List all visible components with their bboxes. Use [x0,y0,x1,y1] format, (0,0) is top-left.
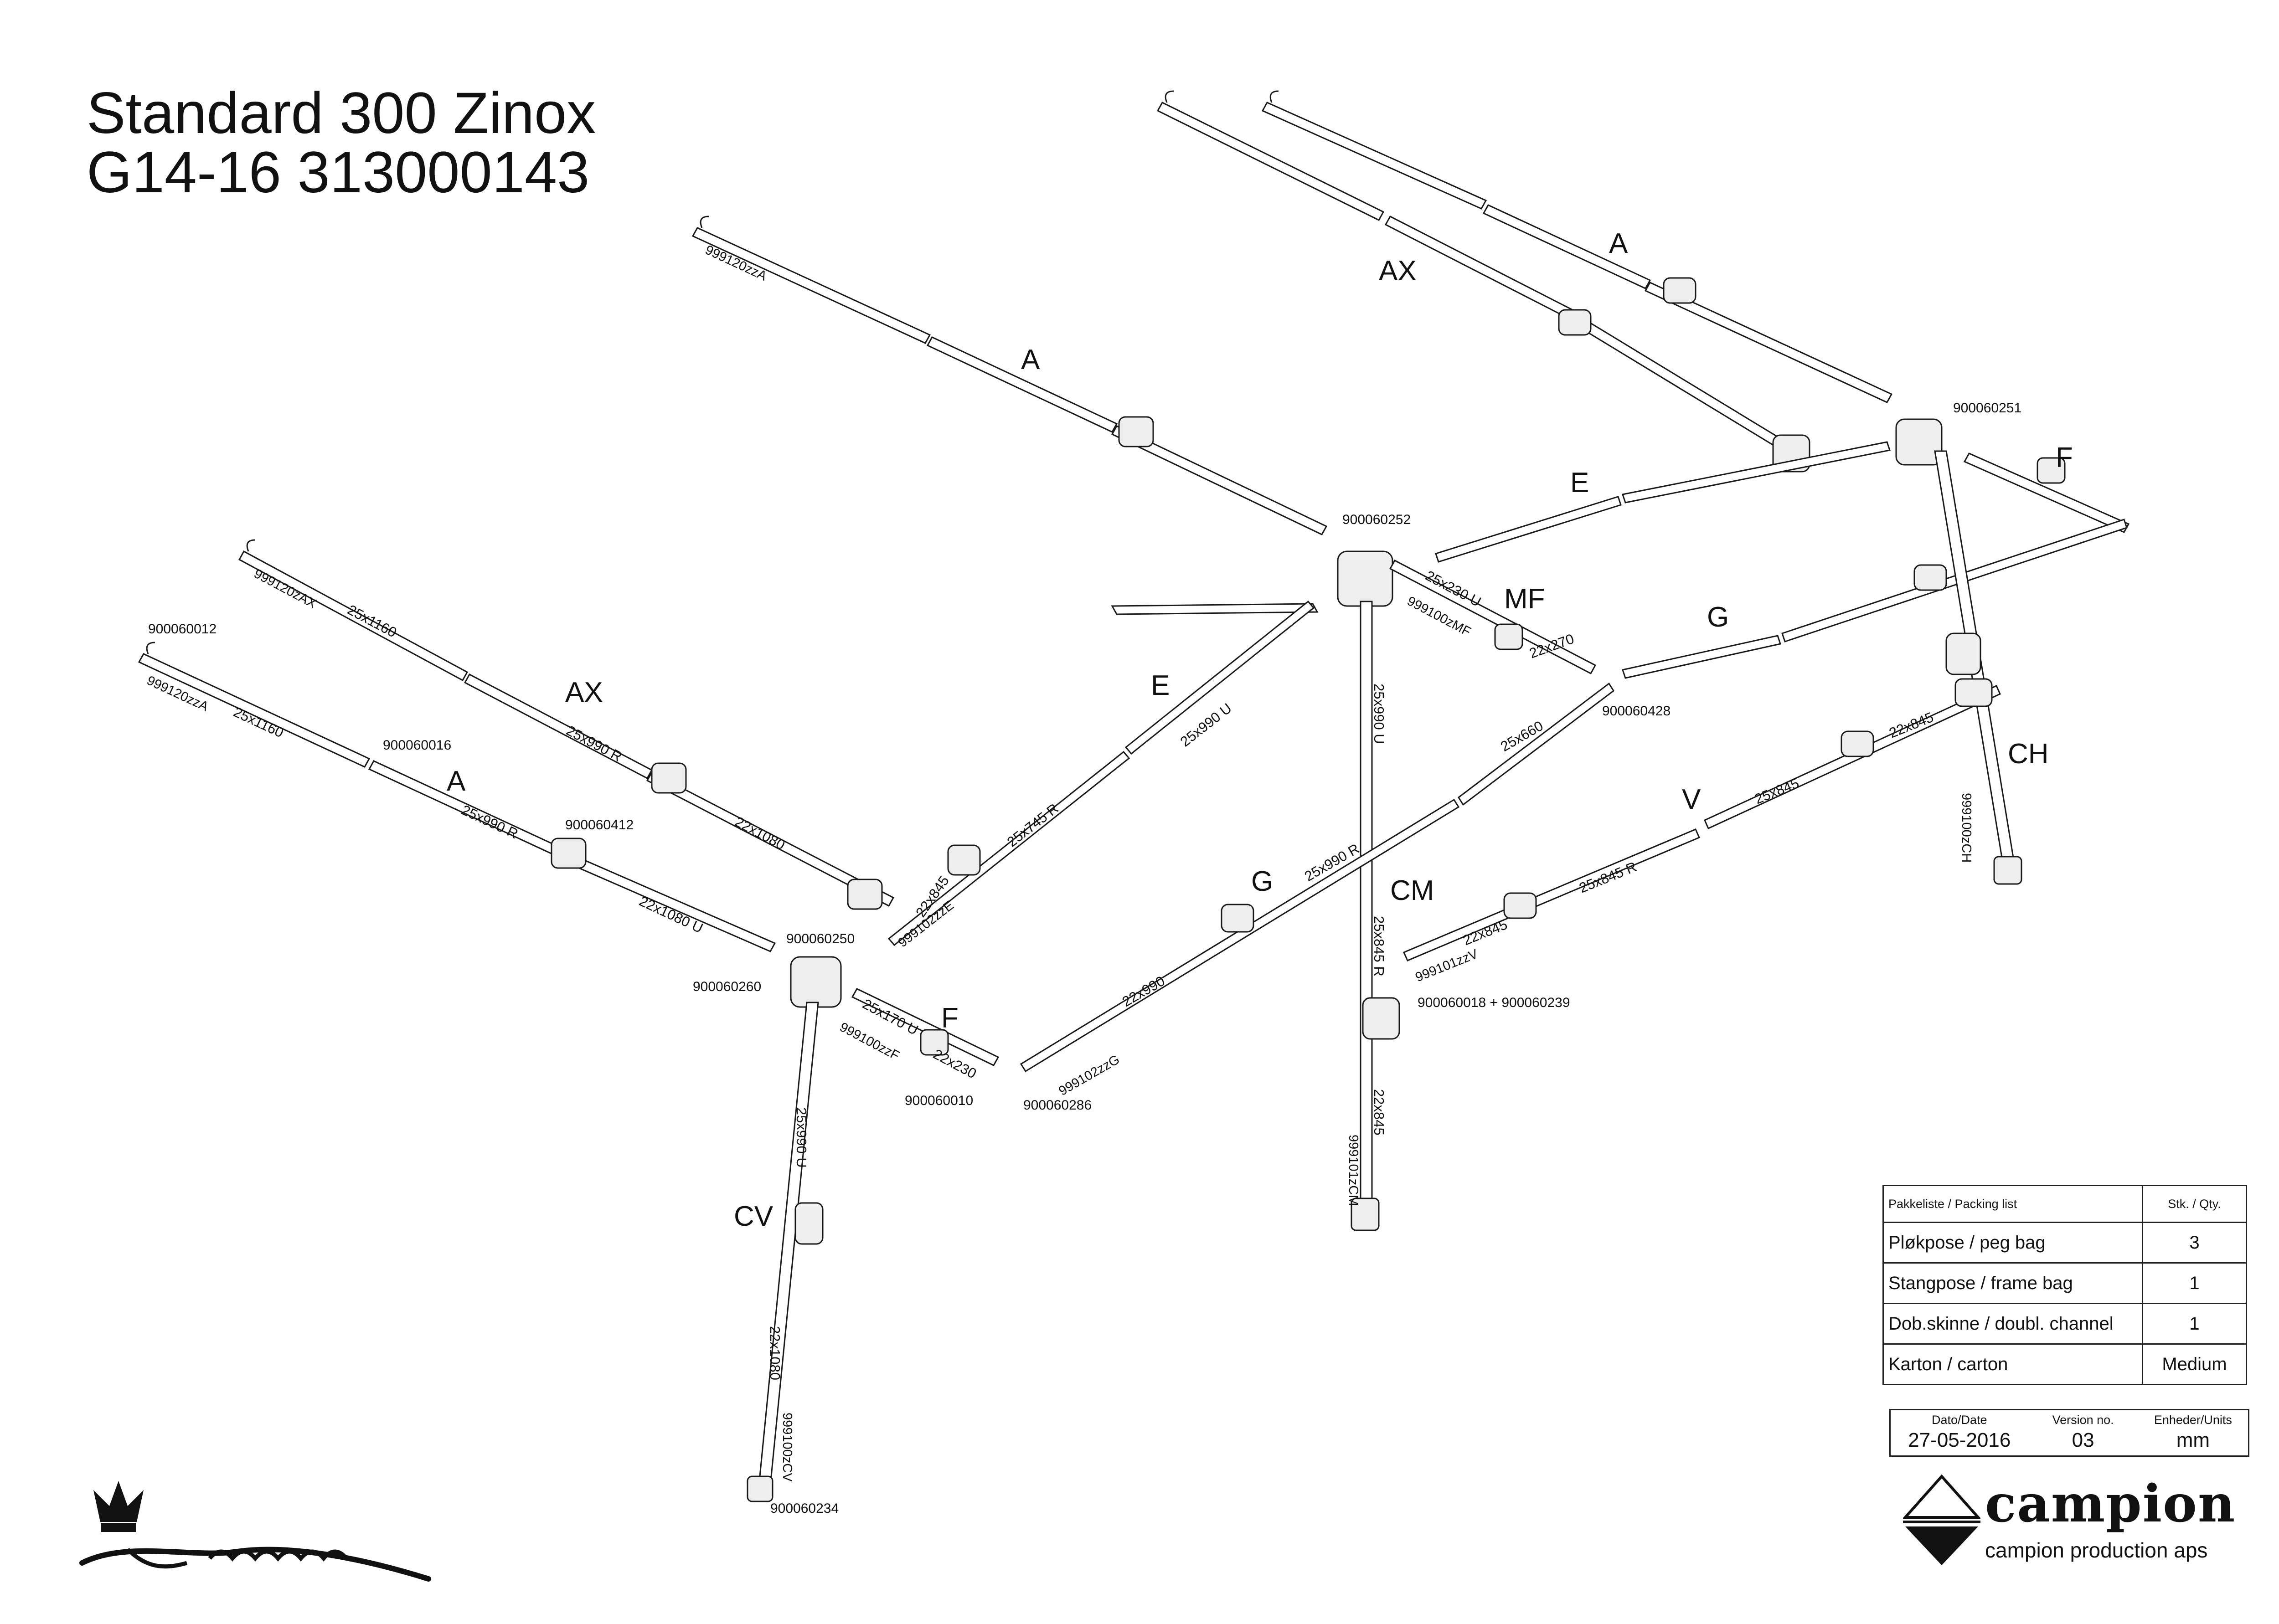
packing-row-qty: 1 [2142,1262,2247,1304]
pole-ch-right [1934,450,2022,885]
code-900060412: 900060412 [565,817,634,833]
packing-list-table: Pakkeliste / Packing list Stk. / Qty. Pl… [1882,1185,2247,1385]
packing-row-item: Dob.skinne / doubl. channel [1882,1303,2143,1345]
dim-cm-2: 25x845 R [1371,916,1387,976]
campion-triangle-icon [1902,1474,1981,1565]
version-box: Dato/Date 27-05-2016 Version no. 03 Enhe… [1889,1409,2249,1457]
code-900060234: 900060234 [770,1501,839,1516]
letter-ax-rear: AX [1379,255,1417,287]
letter-g-front: G [1251,866,1273,897]
dim-g-front-3: 22x990 [1119,973,1168,1010]
packing-row-qty: Medium [2142,1343,2247,1385]
units-label: Enheder/Units [2154,1413,2232,1427]
code-900060286: 900060286 [1023,1098,1092,1113]
dim-e-left-2: 25x745 R [1004,800,1062,850]
dim-cv-1: 25x990 U [794,1107,810,1168]
code-900060012: 900060012 [148,622,217,637]
letter-mf-right: MF [1504,583,1545,615]
code-900060250: 900060250 [786,931,855,946]
packing-row-qty: 1 [2142,1303,2247,1345]
crown-icon [93,1481,144,1532]
code-900060252: 900060252 [1342,512,1411,527]
campion-wordmark: campion [1985,1474,2236,1534]
pole-ax-left [238,539,895,910]
pole-a-center [691,216,1328,535]
pole-ax-rear [1156,90,1810,473]
packing-row: Karton / carton Medium [1882,1343,2247,1385]
letter-cm-front: CM [1390,875,1434,906]
version-date-cell: Dato/Date 27-05-2016 [1891,1410,2028,1455]
pole-e-left [887,600,1319,946]
packing-list-header-item: Pakkeliste / Packing list [1882,1185,2143,1223]
pole-f-left [851,988,1000,1066]
dim-cm-3: 22x845 [1371,1089,1387,1136]
letter-f-left: F [941,1002,959,1034]
dim-ax-left-3: 22x1080 [732,813,788,853]
pole-g-right [1622,519,2128,679]
dim-cm-1: 25x990 U [1371,684,1387,744]
dim-ax-left-2: 25x990 R [564,722,625,765]
ref-ch: 999100zCH [1959,793,1974,863]
dim-v-2: 22x845 [1887,709,1936,741]
packing-row: Pløkpose / peg bag 3 [1882,1222,2247,1264]
letter-v-front: V [1682,784,1701,815]
code-900060018-900060239: 900060018 + 900060239 [1418,995,1570,1010]
letter-f-right: F [2056,442,2073,473]
packing-row-item: Pløkpose / peg bag [1882,1222,2143,1264]
code-900060010: 900060010 [905,1093,973,1108]
letter-g-right: G [1707,601,1729,633]
isabella-logo [79,1481,431,1582]
packing-row-item: Karton / carton [1882,1343,2143,1385]
letter-a-rear-right: A [1609,228,1628,259]
code-900060016: 900060016 [383,738,451,753]
version-units-cell: Enheder/Units mm [2138,1410,2248,1455]
ref-cv-left: 999100zCV [780,1413,794,1482]
pole-cv-left [747,956,842,1502]
pole-e-center [1435,441,1891,563]
code-900060428: 900060428 [1602,704,1671,719]
pole-f-right [1895,418,2130,533]
dim-cv-2: 22x1080 [767,1326,783,1380]
date-label: Dato/Date [1931,1413,1987,1427]
letter-ax-left: AX [565,677,603,708]
dim-v-1: 25x845 [1753,775,1801,807]
title-line-1: Standard 300 Zinox [87,81,596,146]
packing-row-qty: 3 [2142,1222,2247,1264]
letter-a-center: A [1021,344,1040,375]
letter-e-center: E [1570,467,1589,499]
pole-v-front [1403,678,2001,961]
pole-mf-right [1389,559,1597,675]
version-label: Version no. [2052,1413,2114,1427]
units-value: mm [2176,1429,2210,1451]
version-number-cell: Version no. 03 [2028,1410,2138,1455]
letter-e-left: E [1151,670,1170,701]
packing-row: Stangpose / frame bag 1 [1882,1262,2247,1304]
packing-row-item: Stangpose / frame bag [1882,1262,2143,1304]
pole-a-left [138,642,776,952]
letter-a-left: A [447,766,466,797]
dim-v-3: 25x845 R [1577,858,1639,896]
packing-list-header-qty: Stk. / Qty. [2142,1185,2247,1223]
letter-ch-right: CH [2008,738,2049,770]
title-line-2: G14-16 313000143 [87,140,589,205]
code-900060260: 900060260 [693,979,761,994]
packing-row: Dob.skinne / doubl. channel 1 [1882,1303,2247,1345]
dim-a-left-2: 25x990 R [459,802,521,842]
pole-g-front [1020,682,1614,1073]
packing-list-header: Pakkeliste / Packing list Stk. / Qty. [1882,1185,2247,1223]
campion-logo: campion campion production aps [1902,1474,2258,1570]
date-value: 27-05-2016 [1908,1429,2011,1451]
ref-g-front: 999102zzG [1057,1052,1122,1099]
ref-cm: 999101zCM [1346,1135,1361,1206]
letter-cv-left: CV [734,1201,773,1232]
pole-cm-center [1337,550,1400,1231]
code-900060251: 900060251 [1953,401,2021,416]
pole-a-rear-right [1261,90,1893,403]
version-value: 03 [2072,1429,2094,1451]
campion-tagline: campion production aps [1985,1538,2208,1562]
